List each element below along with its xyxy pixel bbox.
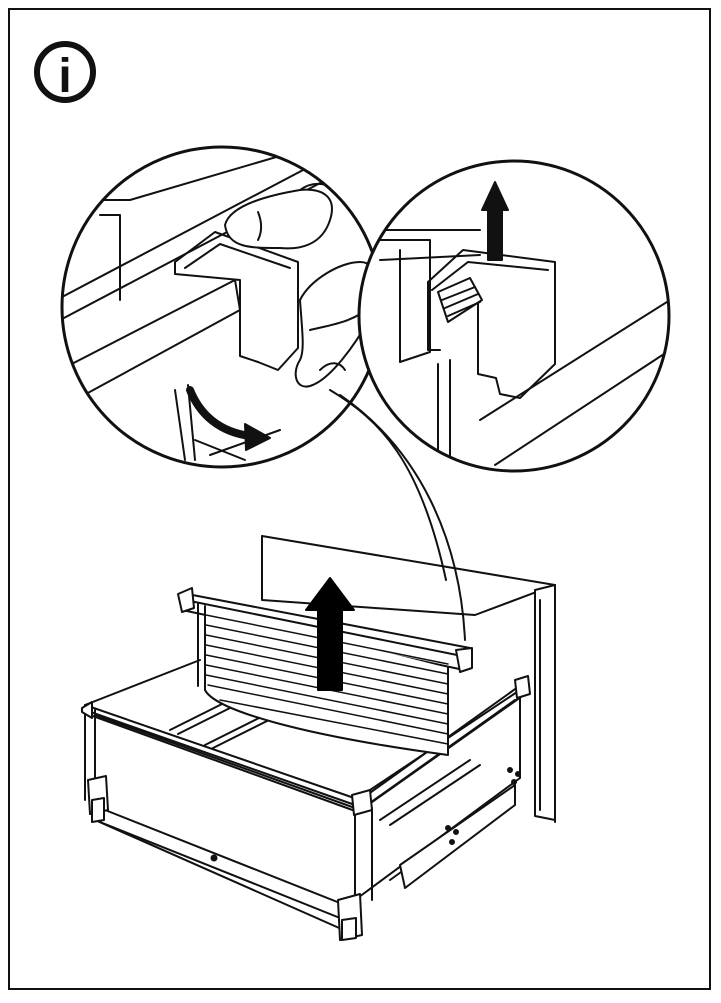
info-glyph: i [58,50,71,103]
detail-circle-right [357,159,671,473]
drawer-assembly [81,535,556,941]
drawer-divider-rack [177,577,473,756]
info-circle-icon: i [34,41,96,103]
instruction-panel [8,8,711,990]
detail-circle-left [60,145,384,469]
